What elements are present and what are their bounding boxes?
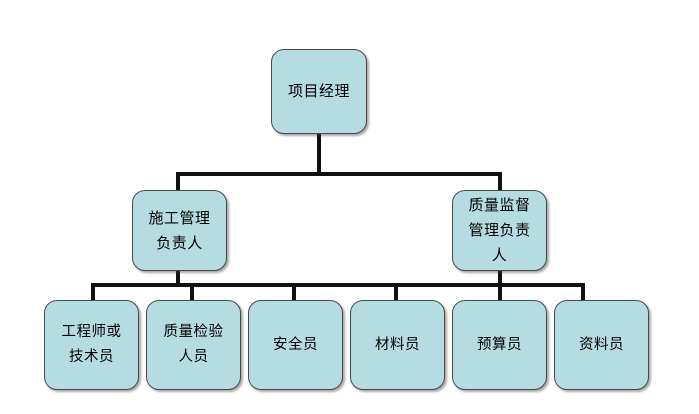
node-budget-officer-label: 预算员	[477, 336, 522, 353]
node-documentation-officer-label: 资料员	[579, 336, 624, 353]
node-materials-officer-label: 材料员	[375, 336, 420, 353]
connector-drop-quality-lead	[498, 172, 502, 192]
connector-stem-quality-lead	[498, 269, 502, 285]
connector-drop-safety	[292, 283, 296, 302]
node-safety-officer[interactable]: 安全员	[248, 300, 343, 390]
connector-level3-bus	[91, 283, 585, 287]
node-quality-supervision-lead[interactable]: 质量监督 管理负责 人	[452, 190, 547, 271]
connector-drop-documents	[581, 283, 585, 302]
connector-stem-construction-lead	[176, 269, 180, 285]
node-budget-officer[interactable]: 预算员	[452, 300, 547, 390]
node-project-manager[interactable]: 项目经理	[271, 49, 367, 134]
node-construction-management-lead[interactable]: 施工管理 负责人	[132, 190, 227, 271]
node-engineer-or-technician-label: 工程师或 技术员	[61, 324, 122, 365]
node-quality-inspection-staff[interactable]: 质量检验 人员	[146, 300, 241, 390]
connector-drop-inspector	[190, 283, 194, 302]
node-engineer-or-technician[interactable]: 工程师或 技术员	[44, 300, 139, 390]
node-materials-officer[interactable]: 材料员	[350, 300, 445, 390]
node-documentation-officer[interactable]: 资料员	[554, 300, 649, 390]
connector-root-stem	[317, 134, 321, 176]
node-quality-inspection-staff-label: 质量检验 人员	[163, 324, 224, 365]
node-safety-officer-label: 安全员	[273, 336, 318, 353]
connector-drop-construction-lead	[176, 172, 180, 192]
connector-level2-bus	[176, 172, 502, 176]
connector-drop-materials	[394, 283, 398, 302]
node-construction-management-lead-label: 施工管理 负责人	[148, 208, 211, 252]
node-project-manager-label: 项目经理	[287, 82, 350, 100]
connector-drop-budget	[498, 283, 502, 302]
connector-drop-engineer	[91, 283, 95, 302]
node-quality-supervision-lead-label: 质量监督 管理负责 人	[468, 196, 531, 264]
